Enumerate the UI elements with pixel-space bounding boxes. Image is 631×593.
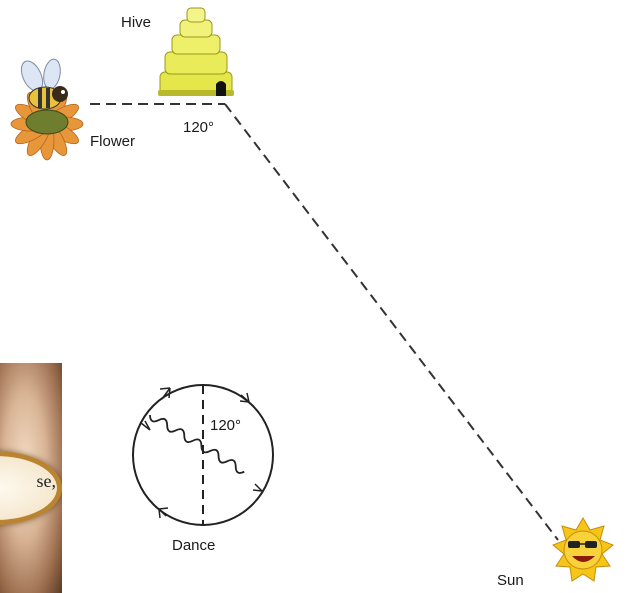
angle-label-dance: 120° [210, 417, 242, 434]
angle-label-top: 120° [183, 119, 215, 136]
hive-icon [158, 7, 234, 96]
dance-label: Dance [172, 537, 216, 554]
bee-on-flower-icon [10, 58, 84, 161]
inset-fragment-text: se, [36, 471, 57, 491]
flower-label: Flower [90, 133, 136, 150]
hive-to-sun-line [224, 103, 559, 541]
hive-label: Hive [121, 14, 152, 31]
dance-diagram-icon [132, 384, 274, 526]
sun-icon [552, 517, 614, 582]
cropped-inset-photo: se, [0, 363, 62, 593]
sun-label: Sun [497, 572, 524, 589]
